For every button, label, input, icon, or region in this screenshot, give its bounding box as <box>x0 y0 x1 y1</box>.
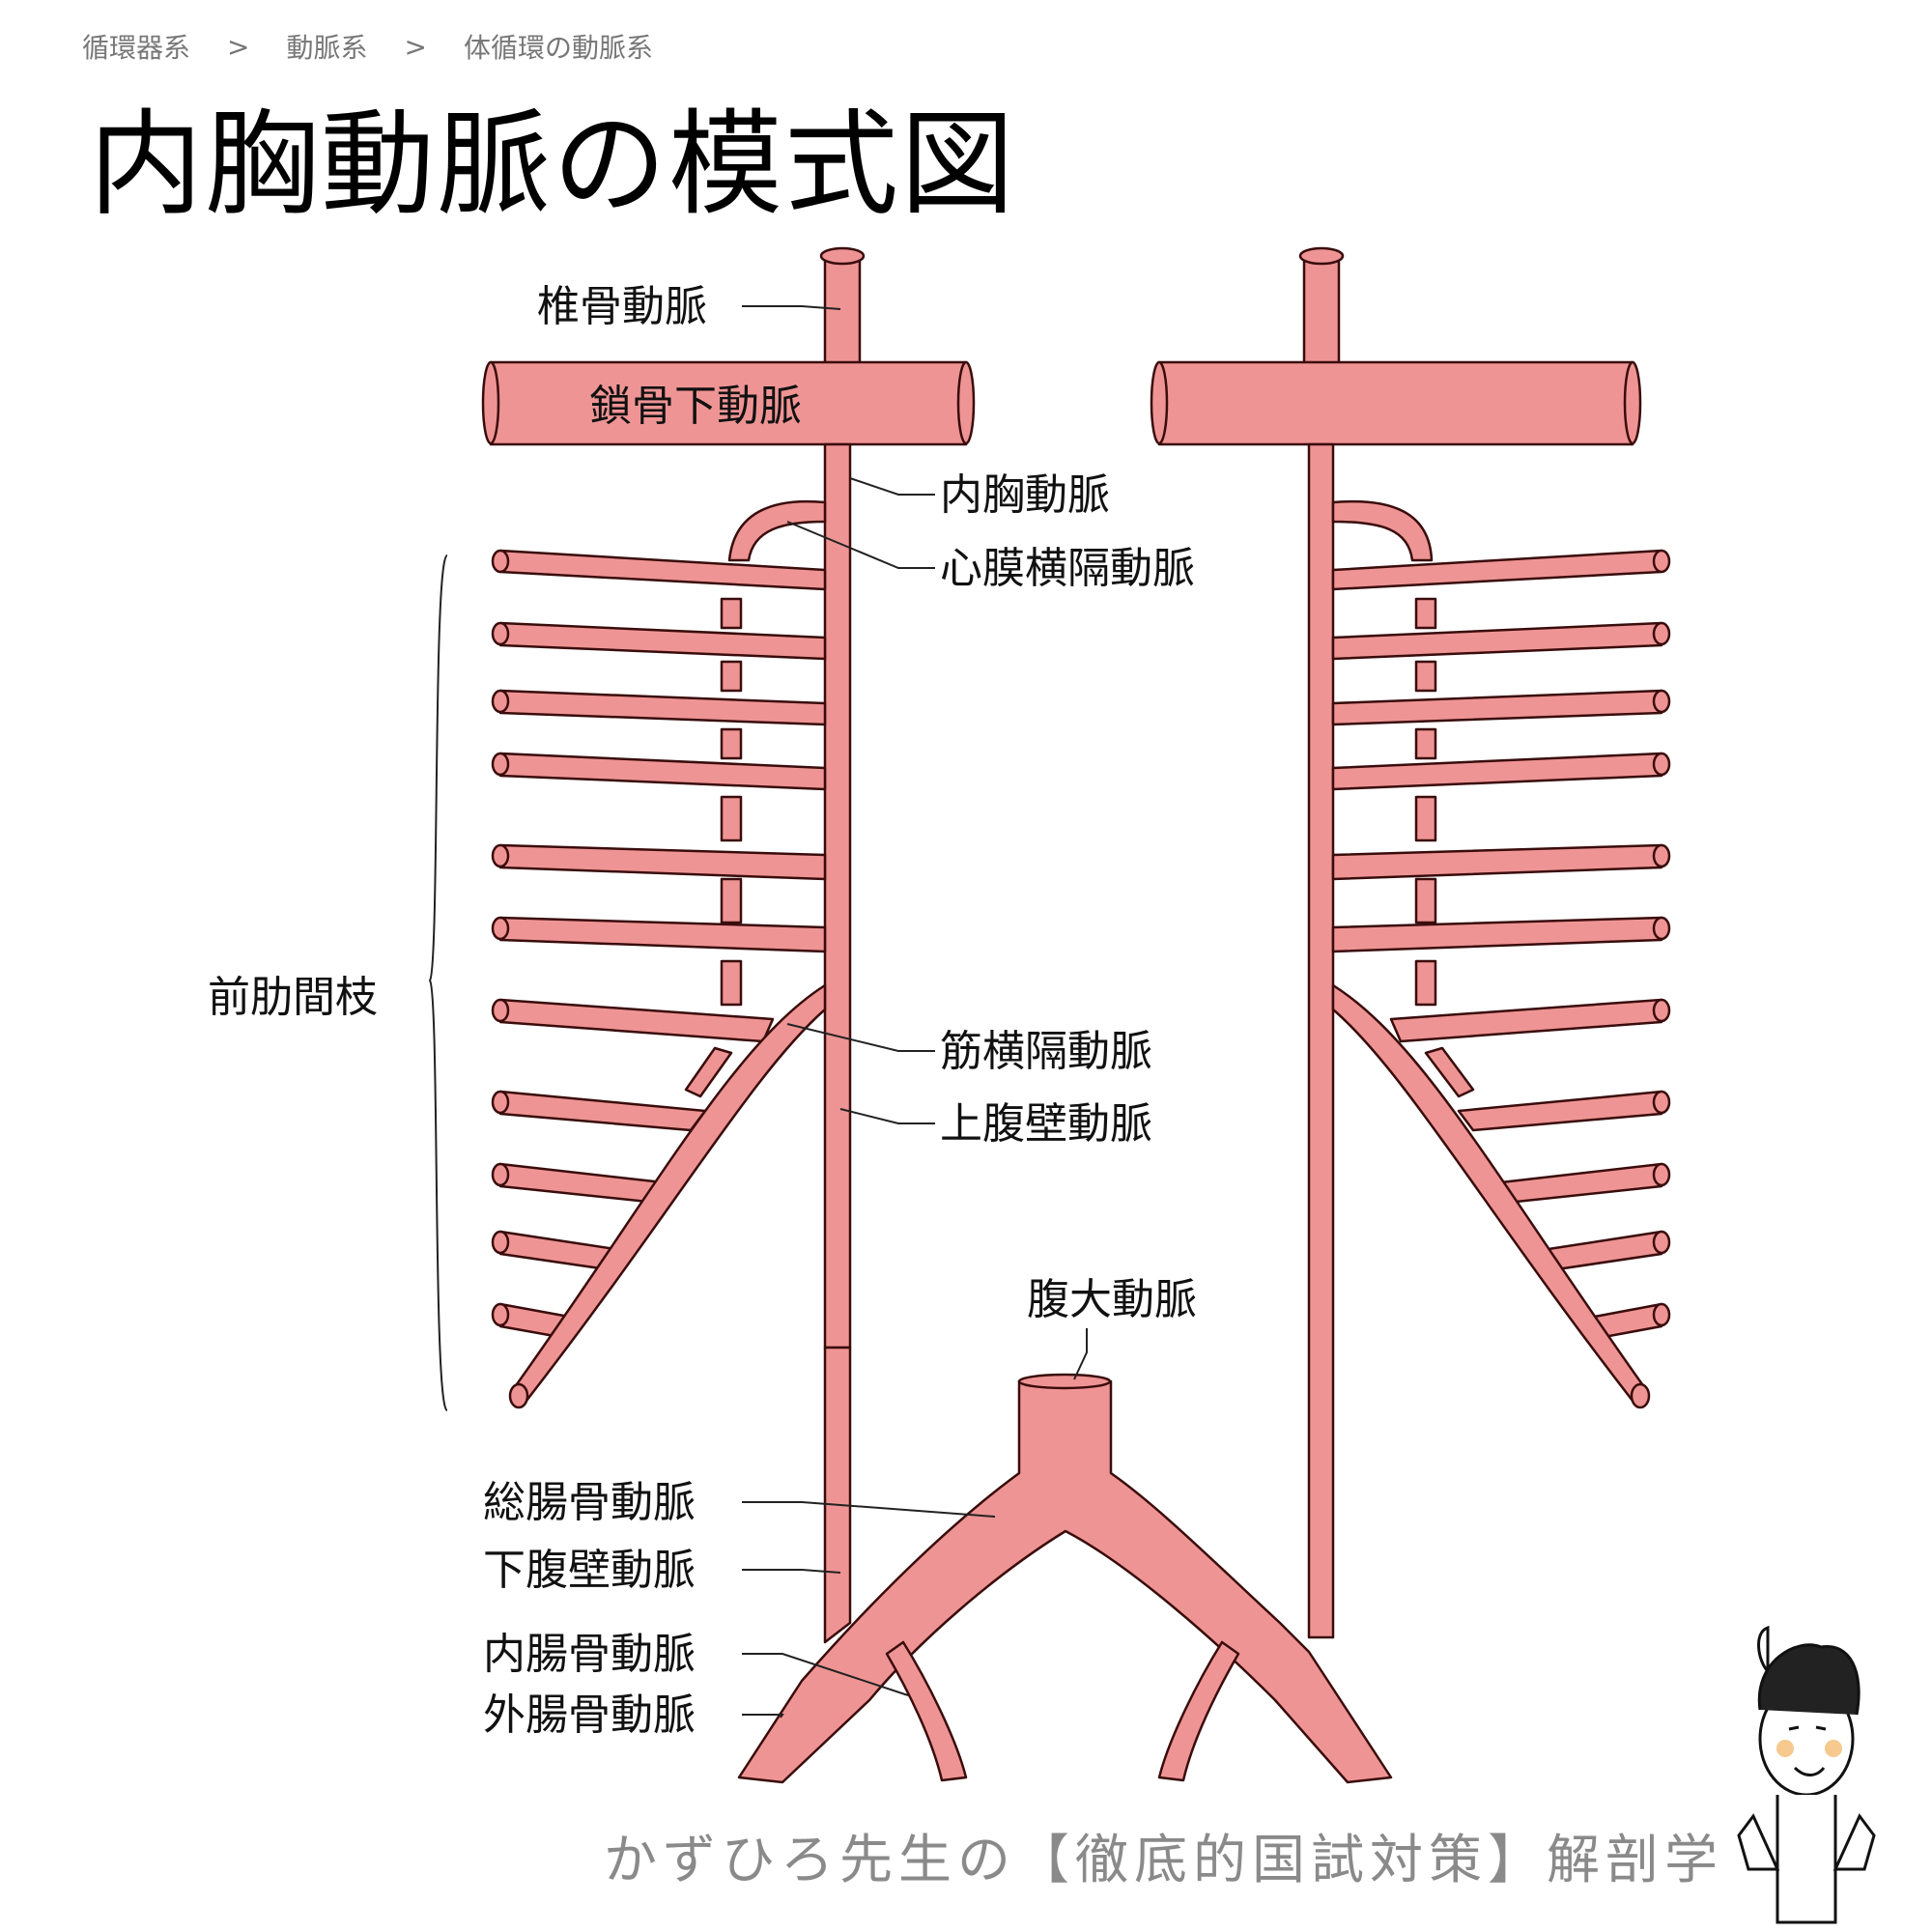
left-arteries <box>481 246 976 1409</box>
left-internal-iliac-artery <box>885 1640 968 1782</box>
aorta-and-iliacs <box>737 1346 1393 1784</box>
left-intercostal-branches <box>491 549 827 1340</box>
label-superior-epigastric-artery: 上腹壁動脈 <box>940 1099 1152 1149</box>
label-inferior-epigastric-artery: 下腹壁動脈 <box>483 1546 696 1595</box>
left-subclavian-end <box>481 360 500 445</box>
abdominal-aorta <box>737 1379 1393 1784</box>
left-internal-thoracic-artery <box>823 442 852 1350</box>
right-arteries <box>1150 246 1671 1639</box>
leader-lines <box>742 305 1088 1719</box>
label-common-iliac-artery: 総腸骨動脈 <box>483 1478 696 1527</box>
left-vertebral-artery-top <box>819 246 866 266</box>
label-abdominal-aorta: 腹大動脈 <box>1027 1275 1197 1324</box>
left-inferior-epigastric-artery <box>823 1346 852 1644</box>
footer-credit: かずひろ先生の【徹底的国試対策】解剖学 <box>604 1829 1724 1890</box>
mascot-illustration <box>1737 1625 1876 1924</box>
label-external-iliac-artery: 外腸骨動脈 <box>483 1690 696 1740</box>
breadcrumb-item[interactable]: 循環器系 <box>82 32 191 64</box>
label-musculophrenic-artery: 筋横隔動脈 <box>940 1027 1152 1076</box>
right-costal-cartilage-segments <box>1414 597 1475 1098</box>
breadcrumb-separator: > <box>227 30 250 63</box>
label-internal-iliac-artery: 内腸骨動脈 <box>483 1630 696 1679</box>
right-intercostal-branches <box>1331 549 1671 1340</box>
label-subclavian-artery: 鎖骨下動脈 <box>589 382 802 431</box>
right-internal-iliac-artery <box>1157 1640 1240 1782</box>
left-vertebral-artery <box>823 254 862 374</box>
right-pericardiacophrenic-artery <box>1331 499 1434 562</box>
right-internal-thoracic-artery <box>1307 442 1335 1639</box>
breadcrumb-separator: > <box>404 30 427 63</box>
left-subclavian-end <box>956 360 976 445</box>
breadcrumb-item[interactable]: 動脈系 <box>286 32 368 64</box>
right-vertebral-artery <box>1302 254 1341 374</box>
breadcrumb: 循環器系 > 動脈系 > 体循環の動脈系 <box>82 27 653 66</box>
label-vertebral-artery: 椎骨動脈 <box>537 282 707 331</box>
intercostal-brace <box>428 554 448 1411</box>
label-anterior-intercostal-branches: 前肋間枝 <box>208 973 378 1022</box>
label-internal-thoracic-artery: 内胸動脈 <box>940 470 1110 520</box>
right-subclavian-artery <box>1157 360 1634 446</box>
breadcrumb-item[interactable]: 体循環の動脈系 <box>463 32 653 64</box>
page-title: 内胸動脈の模式図 <box>89 98 1017 231</box>
label-pericardiacophrenic-artery: 心膜横隔動脈 <box>940 544 1195 593</box>
left-costal-cartilage-segments <box>684 597 743 1098</box>
